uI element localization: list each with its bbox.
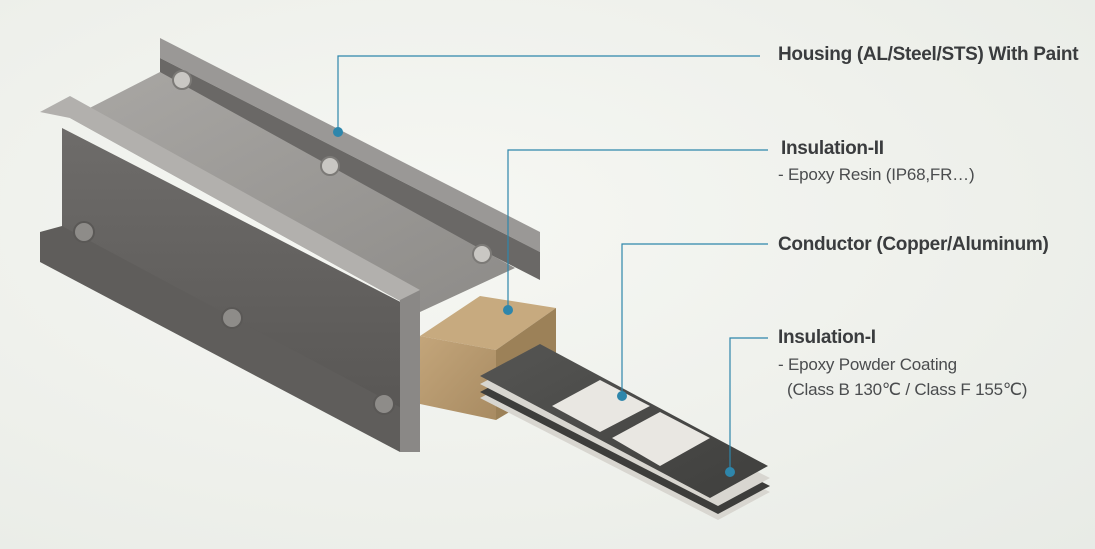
insulation-ii-label: Insulation-II — [781, 138, 884, 159]
housing-front-face — [62, 128, 420, 448]
leader-line-conductor — [621, 243, 768, 396]
insulation-ii-detail: - Epoxy Resin (IP68,FR…) — [778, 165, 975, 184]
conductor-label: Conductor (Copper/Aluminum) — [778, 234, 1049, 255]
conductor-bars — [480, 344, 770, 520]
bolt-icon — [320, 156, 340, 176]
leader-dot — [333, 127, 343, 137]
housing-end-edge — [400, 290, 420, 452]
housing-top-face — [70, 72, 515, 312]
leader-dot — [725, 467, 735, 477]
resin-top-face — [420, 296, 556, 350]
housing-back-rail-side — [160, 58, 540, 280]
leader-line-insulation-i — [729, 337, 768, 472]
bolt-icon — [472, 244, 492, 264]
leader-dots — [333, 127, 735, 477]
leader-dot — [617, 391, 627, 401]
leader-lines — [337, 55, 768, 472]
housing-bolts — [73, 70, 492, 415]
exposed-conductor-section — [552, 380, 650, 432]
housing-front-lip — [40, 96, 420, 312]
leader-line-insulation-ii — [507, 149, 768, 310]
bolt-icon — [172, 70, 192, 90]
bolt-icon — [373, 393, 395, 415]
housing-back-rail — [160, 38, 540, 252]
housing-lower-flange — [40, 226, 420, 452]
insulation-i-label: Insulation-I — [778, 327, 876, 348]
resin-front-face — [420, 336, 496, 420]
housing — [40, 38, 540, 452]
bolt-icon — [221, 307, 243, 329]
bolt-icon — [73, 221, 95, 243]
leader-dot — [503, 305, 513, 315]
leader-line-housing — [337, 55, 760, 132]
insulation-i-detail-line1: - Epoxy Powder Coating — [778, 355, 957, 374]
exposed-conductor-section — [612, 412, 710, 466]
housing-label: Housing (AL/Steel/STS) With Paint — [778, 44, 1079, 65]
insulation-i-detail-line2: (Class B 130℃ / Class F 155℃) — [787, 380, 1028, 399]
conductor-bar-top-coat — [480, 344, 768, 498]
